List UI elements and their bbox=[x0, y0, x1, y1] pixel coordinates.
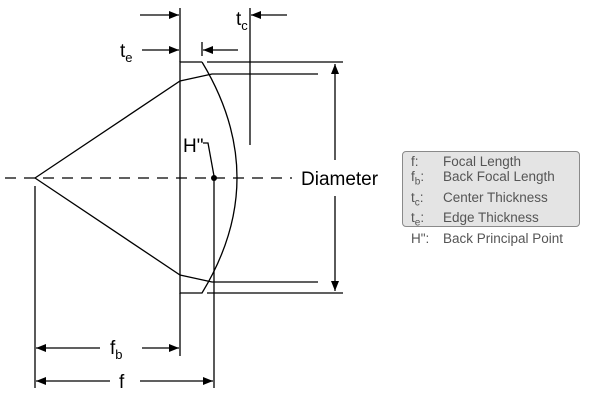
te-label: te bbox=[120, 41, 133, 65]
fb-label: fb bbox=[110, 338, 123, 362]
legend-item: te:Edge Thickness bbox=[411, 210, 539, 230]
lens-outline bbox=[179, 61, 238, 294]
legend-item: H":Back Principal Point bbox=[411, 231, 564, 247]
legend-item: fb:Back Focal Length bbox=[411, 169, 555, 188]
legend-item: f:Focal Length bbox=[411, 154, 522, 169]
h-label: H" bbox=[183, 136, 203, 157]
ray-top bbox=[34, 73, 318, 179]
tc-label: tc bbox=[236, 9, 248, 33]
h-leader bbox=[203, 142, 215, 177]
ray-bottom bbox=[34, 177, 318, 283]
back-principal-point bbox=[211, 175, 217, 181]
legend: f:Focal Length fb:Back Focal Length tc:C… bbox=[402, 151, 580, 246]
diameter-label: Diameter bbox=[301, 169, 379, 190]
legend-item: tc:Center Thickness bbox=[411, 189, 548, 209]
f-label: f bbox=[119, 372, 125, 393]
